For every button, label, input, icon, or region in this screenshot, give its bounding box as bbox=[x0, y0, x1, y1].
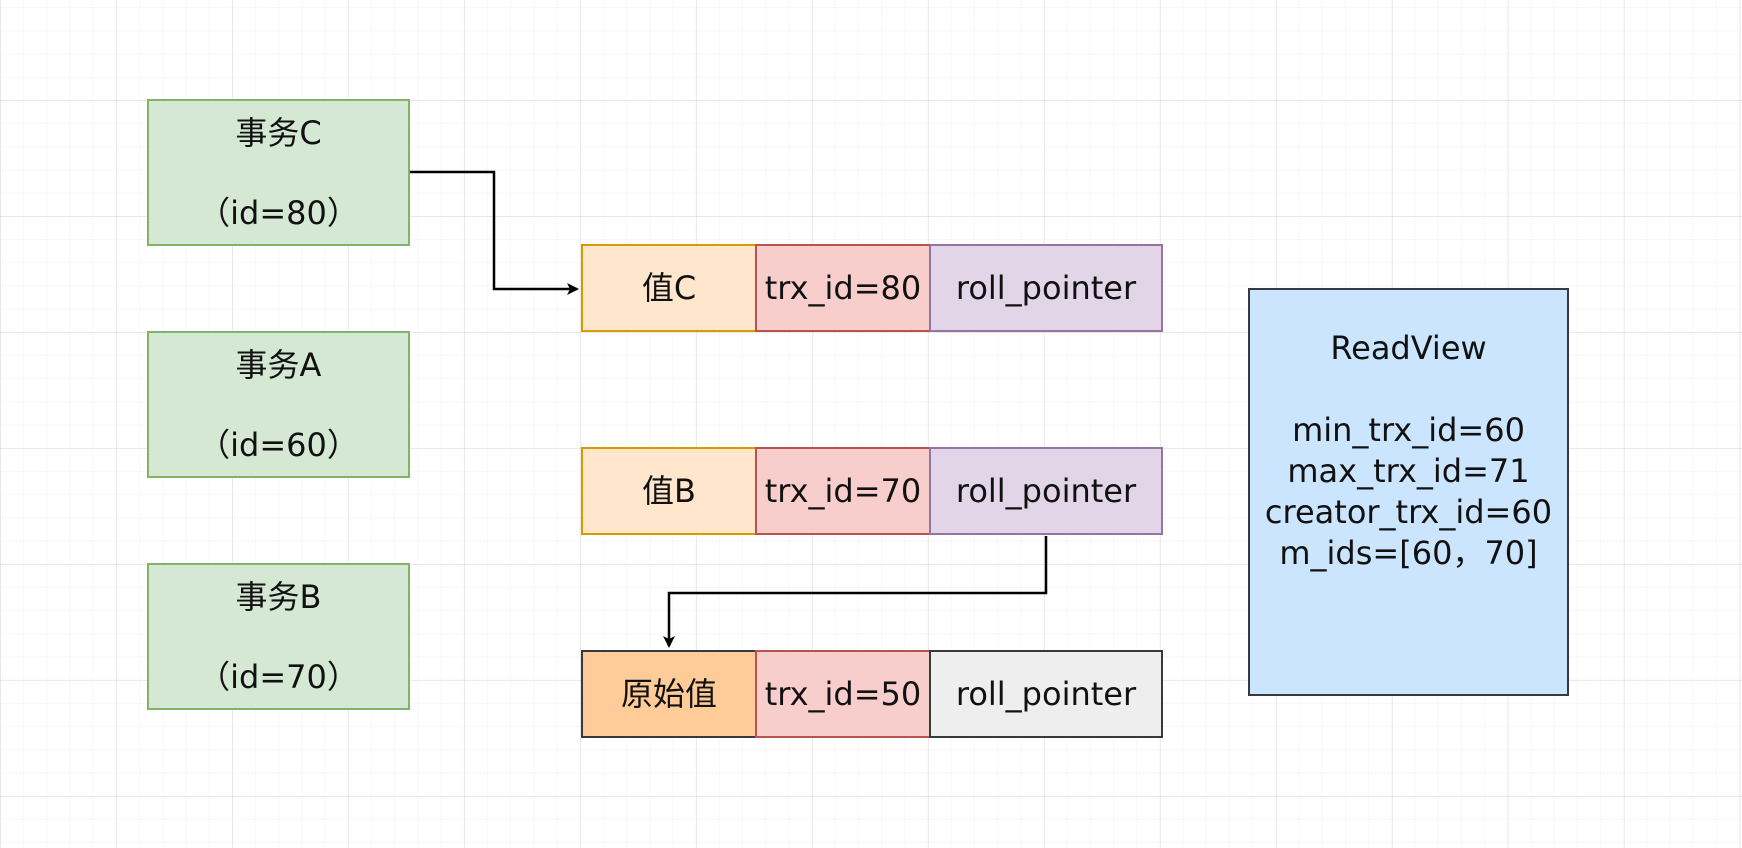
version-trx-id-cell: trx_id=50 bbox=[755, 650, 931, 738]
version-roll-pointer-cell: roll_pointer bbox=[929, 650, 1163, 738]
arrow-transaction-c-to-value-c bbox=[410, 170, 579, 295]
readview-m-ids: m_ids=[60，70] bbox=[1279, 534, 1538, 572]
transaction-c-name: 事务C bbox=[235, 113, 322, 152]
transaction-a-name: 事务A bbox=[235, 345, 322, 384]
version-row-c: 值C trx_id=80 roll_pointer bbox=[581, 244, 1163, 332]
readview-title: ReadView bbox=[1330, 329, 1487, 367]
version-row-original: 原始值 trx_id=50 roll_pointer bbox=[581, 650, 1163, 738]
transaction-c-box: 事务C （id=80） bbox=[147, 99, 410, 246]
readview-max-trx-id: max_trx_id=71 bbox=[1287, 452, 1530, 490]
readview-min-trx-id: min_trx_id=60 bbox=[1292, 411, 1525, 449]
version-value-cell: 值C bbox=[581, 244, 757, 332]
transaction-c-text: 事务C （id=80） bbox=[198, 73, 359, 273]
version-roll-pointer-cell: roll_pointer bbox=[929, 244, 1163, 332]
version-roll-pointer-cell: roll_pointer bbox=[929, 447, 1163, 535]
version-value-cell: 值B bbox=[581, 447, 757, 535]
transaction-b-name: 事务B bbox=[235, 577, 322, 616]
version-value-cell: 原始值 bbox=[581, 650, 757, 738]
transaction-a-box: 事务A （id=60） bbox=[147, 331, 410, 478]
readview-creator-trx-id: creator_trx_id=60 bbox=[1264, 493, 1553, 531]
version-trx-id-cell: trx_id=80 bbox=[755, 244, 931, 332]
transaction-c-id: （id=80） bbox=[198, 193, 359, 232]
readview-box: ReadView min_trx_id=60 max_trx_id=71 cre… bbox=[1248, 288, 1569, 696]
arrow-roll-pointer-b-to-original bbox=[663, 536, 1048, 648]
transaction-a-text: 事务A （id=60） bbox=[198, 305, 359, 505]
transaction-b-id: （id=70） bbox=[198, 657, 359, 696]
version-row-b: 值B trx_id=70 roll_pointer bbox=[581, 447, 1163, 535]
transaction-b-text: 事务B （id=70） bbox=[198, 537, 359, 737]
transaction-a-id: （id=60） bbox=[198, 425, 359, 464]
transaction-b-box: 事务B （id=70） bbox=[147, 563, 410, 710]
version-trx-id-cell: trx_id=70 bbox=[755, 447, 931, 535]
